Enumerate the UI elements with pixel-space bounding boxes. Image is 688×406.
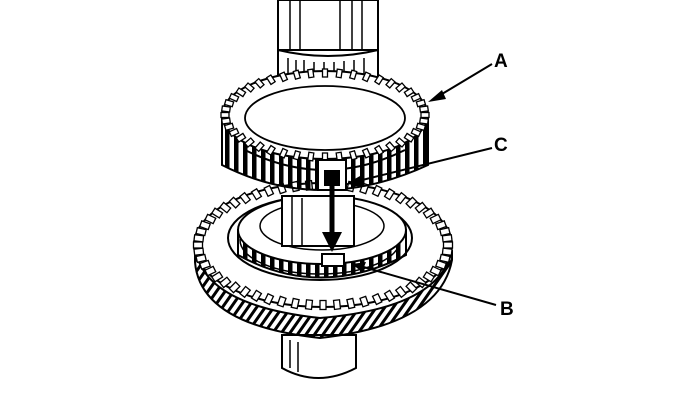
lower-key-slot bbox=[321, 253, 345, 267]
leader-line-a bbox=[428, 63, 493, 102]
key-slot bbox=[324, 170, 340, 186]
callout-label-b: B bbox=[500, 299, 514, 320]
leader-line-c bbox=[346, 147, 493, 186]
callout-label-c: C bbox=[494, 135, 508, 156]
shaft-stub-bottom bbox=[281, 334, 357, 379]
alignment-arrow bbox=[322, 180, 342, 252]
synchro-sleeve-upper bbox=[220, 68, 430, 191]
leader-line-b bbox=[352, 262, 497, 306]
callout-label-a: A bbox=[494, 51, 508, 72]
